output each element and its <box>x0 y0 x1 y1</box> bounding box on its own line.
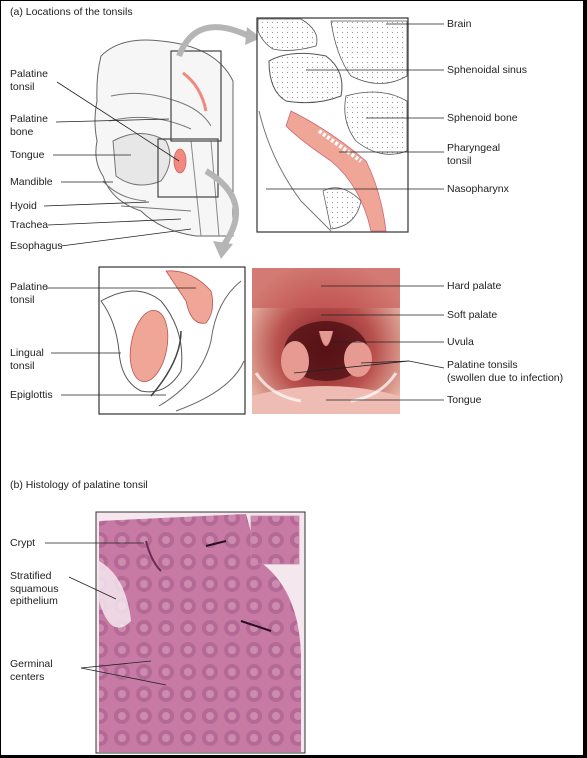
label-palatine-tonsils: Palatine tonsils(swollen due to infectio… <box>447 359 564 384</box>
label-mandible: Mandible <box>10 176 53 188</box>
tonsil-histology-image <box>95 511 306 754</box>
leader-lines <box>43 23 445 686</box>
label-hyoid: Hyoid <box>10 200 37 212</box>
label-sphenoid-bone: Sphenoid bone <box>447 112 518 124</box>
section-a-title: (a) Locations of the tonsils <box>10 6 133 18</box>
oral-cavity-photo <box>252 268 400 414</box>
label-soft-palate: Soft palate <box>447 309 498 321</box>
label-epiglottis: Epiglottis <box>10 389 53 401</box>
label-tongue: Tongue <box>10 149 45 161</box>
label-tongue-2: Tongue <box>447 394 482 406</box>
label-nasopharynx: Nasopharynx <box>447 183 509 195</box>
label-hard-palate: Hard palate <box>447 280 502 292</box>
label-esophagus: Esophagus <box>10 240 63 252</box>
zoom-arrow-lower <box>204 168 240 248</box>
label-uvula: Uvula <box>447 336 474 348</box>
label-sphenoidal-sinus: Sphenoidal sinus <box>447 64 527 76</box>
label-crypt: Crypt <box>10 537 36 549</box>
zoom-arrow-upper <box>176 24 251 58</box>
label-brain: Brain <box>447 18 472 30</box>
section-b-title: (b) Histology of palatine tonsil <box>10 479 148 491</box>
head-sagittal-drawing <box>94 39 234 237</box>
nasopharynx-inset <box>256 17 409 233</box>
label-trachea: Trachea <box>10 219 49 231</box>
lingual-tonsil-inset <box>98 266 246 415</box>
